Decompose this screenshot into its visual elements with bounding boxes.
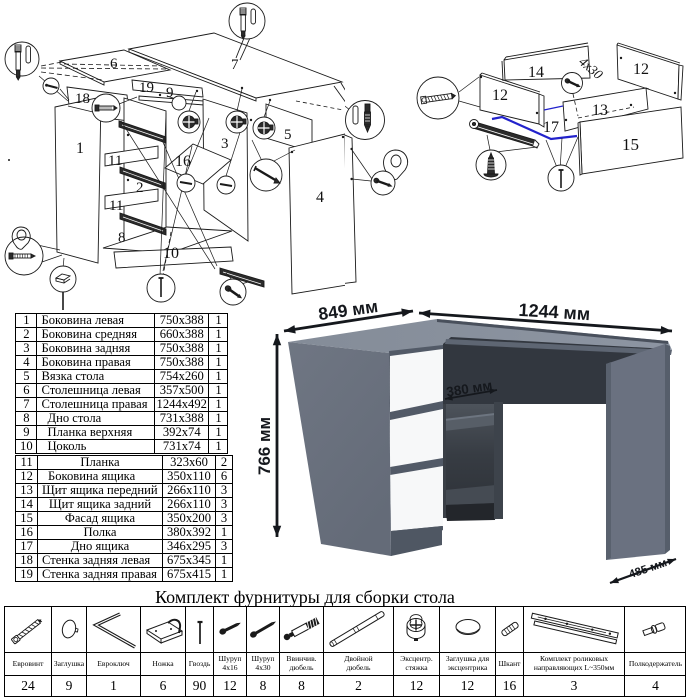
svg-text:6: 6 xyxy=(110,56,118,72)
svg-text:380 мм: 380 мм xyxy=(445,378,493,400)
svg-text:7: 7 xyxy=(231,57,239,73)
svg-text:11: 11 xyxy=(109,198,123,214)
svg-text:15: 15 xyxy=(622,135,639,154)
svg-text:14: 14 xyxy=(528,64,544,81)
svg-text:1: 1 xyxy=(76,140,84,157)
svg-text:11: 11 xyxy=(108,153,122,169)
svg-text:19: 19 xyxy=(139,80,154,96)
svg-text:766 мм: 766 мм xyxy=(255,417,274,475)
svg-text:5: 5 xyxy=(284,127,292,143)
svg-text:16: 16 xyxy=(175,153,191,170)
svg-text:18: 18 xyxy=(75,91,90,107)
svg-text:13: 13 xyxy=(592,102,608,119)
svg-text:2: 2 xyxy=(136,180,144,196)
svg-text:8: 8 xyxy=(118,230,126,246)
svg-text:9: 9 xyxy=(166,85,174,101)
svg-text:1244 мм: 1244 мм xyxy=(518,300,591,324)
svg-text:12: 12 xyxy=(492,87,508,104)
svg-text:17: 17 xyxy=(543,119,559,136)
svg-text:12: 12 xyxy=(633,61,649,78)
svg-text:4: 4 xyxy=(316,189,324,206)
svg-text:10: 10 xyxy=(163,245,179,262)
svg-text:3: 3 xyxy=(221,136,229,152)
svg-text:485 мм: 485 мм xyxy=(627,557,668,581)
